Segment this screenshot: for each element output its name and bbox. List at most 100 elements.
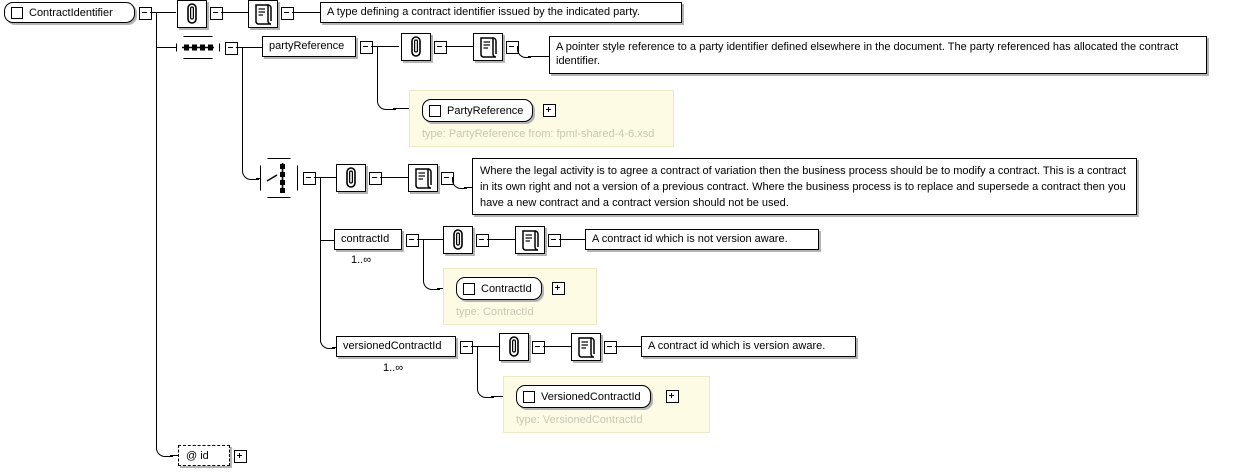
connector-partyRef-type-h	[393, 108, 409, 109]
element-partyReference[interactable]: partyReference	[262, 36, 356, 57]
annotation-toggle-contractId[interactable]	[476, 234, 489, 247]
type-panel-VersionedContractId: VersionedContractId type: VersionedContr…	[503, 376, 710, 433]
root-collapse-toggle[interactable]	[139, 7, 152, 20]
connector-seq-h	[236, 47, 262, 48]
connector-root-trunk	[156, 12, 157, 450]
choice-documentation-box: Where the legal activity is to agree a c…	[472, 158, 1137, 215]
element-square-icon	[11, 6, 23, 19]
connector-choice-doc-elbow	[452, 177, 467, 189]
choice-compositor[interactable]	[260, 158, 298, 198]
cardinality-versionedContractId: 1..∞	[383, 362, 404, 374]
element-square-icon	[523, 390, 535, 403]
attribute-id[interactable]: @ id	[178, 445, 230, 466]
element-square-icon	[463, 282, 475, 295]
attribute-id-expand-toggle[interactable]	[234, 450, 247, 463]
element-contractId[interactable]: contractId	[334, 229, 402, 250]
annotation-toggle-versionedContractId[interactable]	[532, 341, 545, 354]
annotation-icon-choice[interactable]	[336, 164, 366, 192]
element-square-icon	[429, 104, 441, 117]
connector-choice-ann-doc	[380, 177, 408, 178]
type-panel-ContractId: ContractId type: ContractId	[443, 268, 597, 325]
annotation-icon-root[interactable]	[177, 0, 207, 28]
connector-contractId-doc-h	[559, 239, 585, 240]
connector-seq-to-choice-elbow	[242, 160, 259, 180]
documentation-icon-versionedContractId[interactable]	[571, 333, 601, 361]
annotation-icon-contractId[interactable]	[443, 226, 473, 254]
connector-seq-choice-h	[256, 178, 260, 179]
connector-versioned-ann-doc	[543, 346, 571, 347]
connector-attr-h	[170, 455, 178, 456]
connector-partyRef-type-elbow	[377, 88, 396, 110]
connector-choice-contractId-h	[320, 240, 334, 241]
contractId-documentation-text: A contract id which is not version aware…	[592, 232, 788, 245]
connector-partyRef-h	[371, 46, 399, 47]
documentation-toggle-versionedContractId[interactable]	[604, 341, 617, 354]
element-partyReference-label: partyReference	[269, 39, 345, 52]
annotation-toggle-choice[interactable]	[369, 172, 382, 185]
root-documentation-box: A type defining a contract identifier is…	[320, 2, 682, 23]
connector-root-to-attribute-elbow	[156, 441, 173, 457]
annotation-toggle-partyReference[interactable]	[434, 41, 447, 54]
element-versionedContractId-label: versionedContractId	[343, 339, 442, 352]
attribute-id-label: @ id	[186, 449, 209, 462]
partyReference-collapse-toggle[interactable]	[360, 41, 373, 54]
type-expand-toggle-ContractId[interactable]	[552, 282, 565, 295]
connector-choice-versioned-elbow	[320, 332, 335, 349]
connector-versioned-h	[471, 346, 499, 347]
connector-versioned-trunk	[477, 346, 478, 384]
documentation-toggle-root[interactable]	[281, 7, 294, 20]
documentation-icon-choice[interactable]	[408, 164, 438, 192]
documentation-icon-contractId[interactable]	[515, 226, 545, 254]
connector-choice-doc-h	[464, 187, 472, 188]
root-element-ContractIdentifier[interactable]: ContractIdentifier	[4, 2, 135, 23]
annotation-icon-versionedContractId[interactable]	[499, 333, 529, 361]
connector-choice-trunk	[320, 177, 321, 342]
connector-contractId-h	[417, 239, 443, 240]
choice-documentation-text: Where the legal activity is to agree a c…	[480, 165, 1127, 209]
choice-collapse-toggle[interactable]	[303, 172, 316, 185]
annotation-toggle-root[interactable]	[210, 7, 223, 20]
root-documentation-text: A type defining a contract identifier is…	[327, 5, 640, 18]
contractId-collapse-toggle[interactable]	[406, 234, 419, 247]
documentation-toggle-contractId[interactable]	[548, 234, 561, 247]
type-capsule-VersionedContractId[interactable]: VersionedContractId	[516, 385, 651, 408]
root-element-label: ContractIdentifier	[29, 6, 113, 19]
type-capsule-VersionedContractId-label: VersionedContractId	[541, 390, 641, 403]
connector-root-doc-text	[292, 12, 320, 13]
annotation-icon-partyReference[interactable]	[401, 33, 431, 61]
type-capsule-ContractId[interactable]: ContractId	[456, 277, 542, 300]
connector-choice-h	[314, 177, 336, 178]
connector-contractId-type-h	[437, 288, 443, 289]
connector-versioned-type-elbow	[477, 380, 494, 398]
documentation-icon-root[interactable]	[248, 0, 278, 28]
documentation-icon-partyReference[interactable]	[473, 33, 503, 61]
connector-trunk-to-sequence	[156, 47, 176, 48]
connector-choice-versioned-h	[332, 347, 336, 348]
contractId-documentation-box: A contract id which is not version aware…	[585, 229, 819, 250]
type-capsule-PartyReference-label: PartyReference	[447, 104, 524, 117]
connector-root-ann-doc	[221, 12, 248, 13]
connector-partyRef-trunk	[377, 46, 378, 98]
connector-versioned-doc-h	[615, 346, 641, 347]
partyReference-documentation-box: A pointer style reference to a party ide…	[549, 36, 1207, 74]
type-panel-PartyReference: PartyReference type: PartyReference from…	[409, 90, 674, 147]
sequence-compositor[interactable]	[176, 36, 220, 59]
type-expand-toggle-VersionedContractId[interactable]	[666, 390, 679, 403]
sequence-collapse-toggle[interactable]	[225, 42, 238, 55]
connector-versioned-type-h	[491, 396, 503, 397]
versionedContractId-collapse-toggle[interactable]	[460, 341, 473, 354]
element-contractId-label: contractId	[341, 232, 390, 245]
connector-partyRef-doc-h	[528, 56, 549, 57]
element-versionedContractId[interactable]: versionedContractId	[336, 336, 456, 357]
versionedContractId-documentation-box: A contract id which is version aware.	[641, 336, 856, 357]
connector-contractId-ann-doc	[487, 239, 515, 240]
connector-contractId-trunk	[423, 239, 424, 277]
type-line-VersionedContractId: type: VersionedContractId	[516, 414, 643, 426]
connector-partyRef-ann-doc	[445, 46, 473, 47]
type-expand-toggle-PartyReference[interactable]	[543, 104, 556, 117]
connector-seq-trunk	[242, 47, 243, 171]
cardinality-contractId: 1..∞	[351, 254, 372, 266]
type-line-ContractId: type: ContractId	[456, 306, 534, 318]
type-capsule-PartyReference[interactable]: PartyReference	[422, 99, 534, 122]
